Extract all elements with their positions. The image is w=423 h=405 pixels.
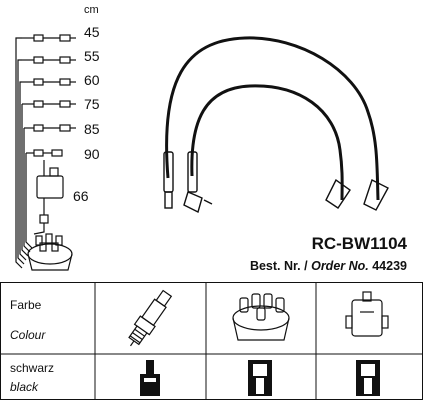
component-table: Farbe Colour schwarz black bbox=[0, 282, 423, 400]
terminal-icon-coil bbox=[356, 360, 380, 396]
cable-end-left-2 bbox=[187, 151, 198, 193]
main-cables bbox=[165, 36, 380, 201]
length-label: 85 bbox=[84, 121, 100, 137]
cable-90 bbox=[26, 149, 63, 157]
terminal-icon-cap bbox=[248, 360, 272, 396]
table-grid bbox=[0, 282, 423, 400]
length-label: 55 bbox=[84, 48, 100, 64]
length-label: 60 bbox=[84, 72, 100, 88]
cable-75 bbox=[22, 100, 76, 108]
spark-plug-icon bbox=[128, 289, 173, 347]
cable-set-diagram: cm 45 55 60 75 85 90 66 RC-BW1104 Best. … bbox=[15, 4, 407, 273]
spark-plug-boot-1 bbox=[325, 178, 351, 209]
order-label-en: Order No. bbox=[311, 259, 369, 273]
small-distributor-cap bbox=[27, 233, 73, 271]
unit-label: cm bbox=[84, 4, 99, 16]
cable-drawing bbox=[15, 34, 389, 271]
length-label: 45 bbox=[84, 24, 100, 40]
order-label-de: Best. Nr. / bbox=[249, 259, 308, 273]
distributor-cap-icon bbox=[232, 293, 290, 341]
part-number: RC-BW1104 bbox=[311, 234, 407, 253]
terminal-icon-spark bbox=[140, 360, 160, 396]
cable-55 bbox=[22, 56, 76, 64]
order-line: Best. Nr. / Order No. 44239 bbox=[250, 259, 407, 273]
order-number: 44239 bbox=[372, 259, 407, 273]
cable-85 bbox=[24, 124, 76, 132]
spark-plug-boot-2 bbox=[363, 179, 389, 211]
header-en: Colour bbox=[10, 328, 46, 342]
color-en: black bbox=[10, 380, 39, 394]
header-de: Farbe bbox=[10, 298, 42, 312]
cable-60 bbox=[22, 78, 76, 86]
coil-length-label: 66 bbox=[73, 188, 89, 204]
length-label: 75 bbox=[84, 96, 100, 112]
length-label: 90 bbox=[84, 146, 100, 162]
coil-cable bbox=[33, 160, 64, 235]
color-de: schwarz bbox=[10, 361, 55, 375]
cable-45 bbox=[22, 34, 76, 42]
ignition-coil-icon bbox=[345, 291, 389, 337]
